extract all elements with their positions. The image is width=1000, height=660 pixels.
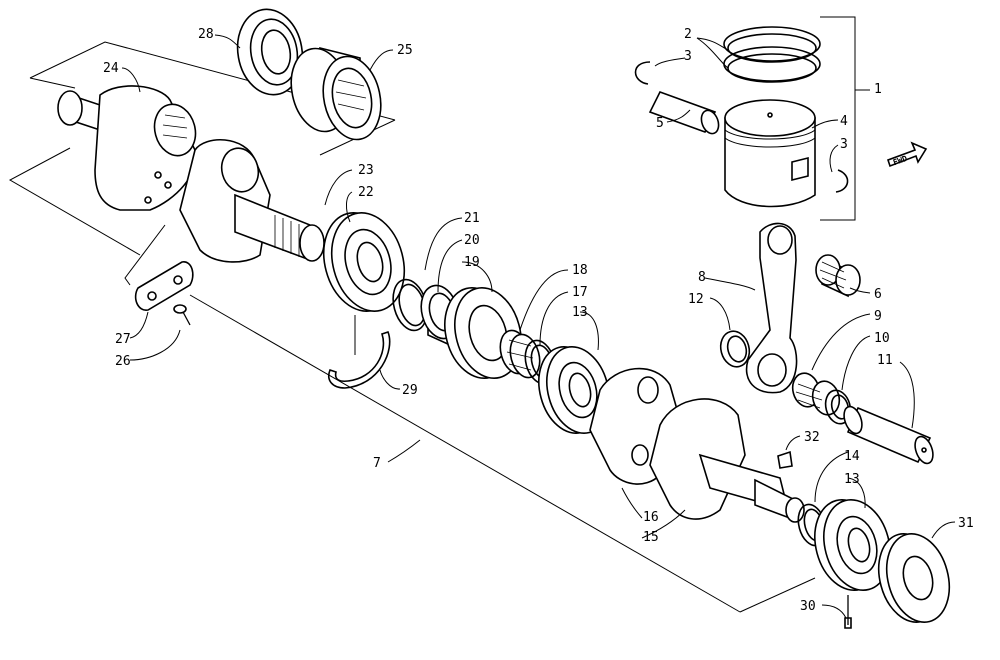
part-plate-27: [134, 261, 194, 311]
callout-26: 26: [115, 354, 131, 369]
part-connecting-rod-8: [745, 222, 798, 394]
part-washer-10: [824, 389, 852, 425]
part-snap-ring-29: [328, 315, 391, 389]
part-washer-12: [719, 330, 751, 368]
callout-22: 22: [358, 185, 374, 200]
callout-13-upper: 13: [572, 305, 588, 320]
callout-19: 19: [464, 255, 480, 270]
part-piston-pin-5: [648, 91, 720, 135]
part-ball-bearing-13a: [538, 345, 610, 435]
callout-9: 9: [874, 309, 882, 324]
part-ball-bearing-22: [323, 212, 405, 312]
callout-6: 6: [874, 287, 882, 302]
callout-24: 24: [103, 61, 119, 76]
callout-16: 16: [643, 510, 659, 525]
part-crank-pin-11: [843, 405, 934, 465]
part-circlip-3b: [835, 169, 849, 193]
callout-7: 7: [373, 456, 381, 471]
callout-30: 30: [800, 599, 816, 614]
part-screw-26: [173, 304, 191, 326]
callout-14: 14: [844, 449, 860, 464]
callout-11: 11: [877, 353, 893, 368]
part-oil-seal-28: [236, 8, 304, 96]
callout-labels: 1 2 3 3 4 5 6 7 8 9 10 11 12 13 13 14 15…: [103, 27, 974, 614]
callout-8: 8: [698, 270, 706, 285]
callout-27: 27: [115, 332, 131, 347]
part-pin-30: [844, 595, 852, 629]
part-needle-bearing-25: [290, 46, 382, 141]
callout-17: 17: [572, 285, 588, 300]
callout-1: 1: [874, 82, 882, 97]
callout-10: 10: [874, 331, 890, 346]
part-crank-half-23: [179, 139, 325, 263]
leader-lines: [121, 34, 956, 619]
part-oil-seal-31: [877, 533, 951, 623]
callout-4: 4: [840, 114, 848, 129]
callout-15: 15: [643, 530, 659, 545]
callout-5: 5: [656, 116, 664, 131]
part-needle-bearing-9: [791, 372, 841, 416]
part-piston-4: [724, 99, 816, 208]
callout-31: 31: [958, 516, 974, 531]
callout-28: 28: [198, 27, 214, 42]
callout-29: 29: [402, 383, 418, 398]
callout-2: 2: [684, 27, 692, 42]
fwd-arrow-icon: [886, 141, 928, 168]
part-key-32: [777, 450, 793, 469]
callout-13-lower: 13: [844, 472, 860, 487]
callout-18: 18: [572, 263, 588, 278]
part-circlip-3a: [634, 61, 651, 85]
callout-23: 23: [358, 163, 374, 178]
callout-20: 20: [464, 233, 480, 248]
part-crank-half-24: [57, 85, 197, 211]
callout-3-upper: 3: [684, 49, 692, 64]
callout-32: 32: [804, 430, 820, 445]
callout-21: 21: [464, 211, 480, 226]
part-ball-bearing-13b: [814, 499, 891, 591]
callout-3-lower: 3: [840, 137, 848, 152]
part-piston-rings-2: [723, 26, 821, 83]
part-crank-half-15: [649, 398, 805, 523]
part-needle-bearing-6: [815, 254, 861, 298]
callout-25: 25: [397, 43, 413, 58]
callout-12: 12: [688, 292, 704, 307]
